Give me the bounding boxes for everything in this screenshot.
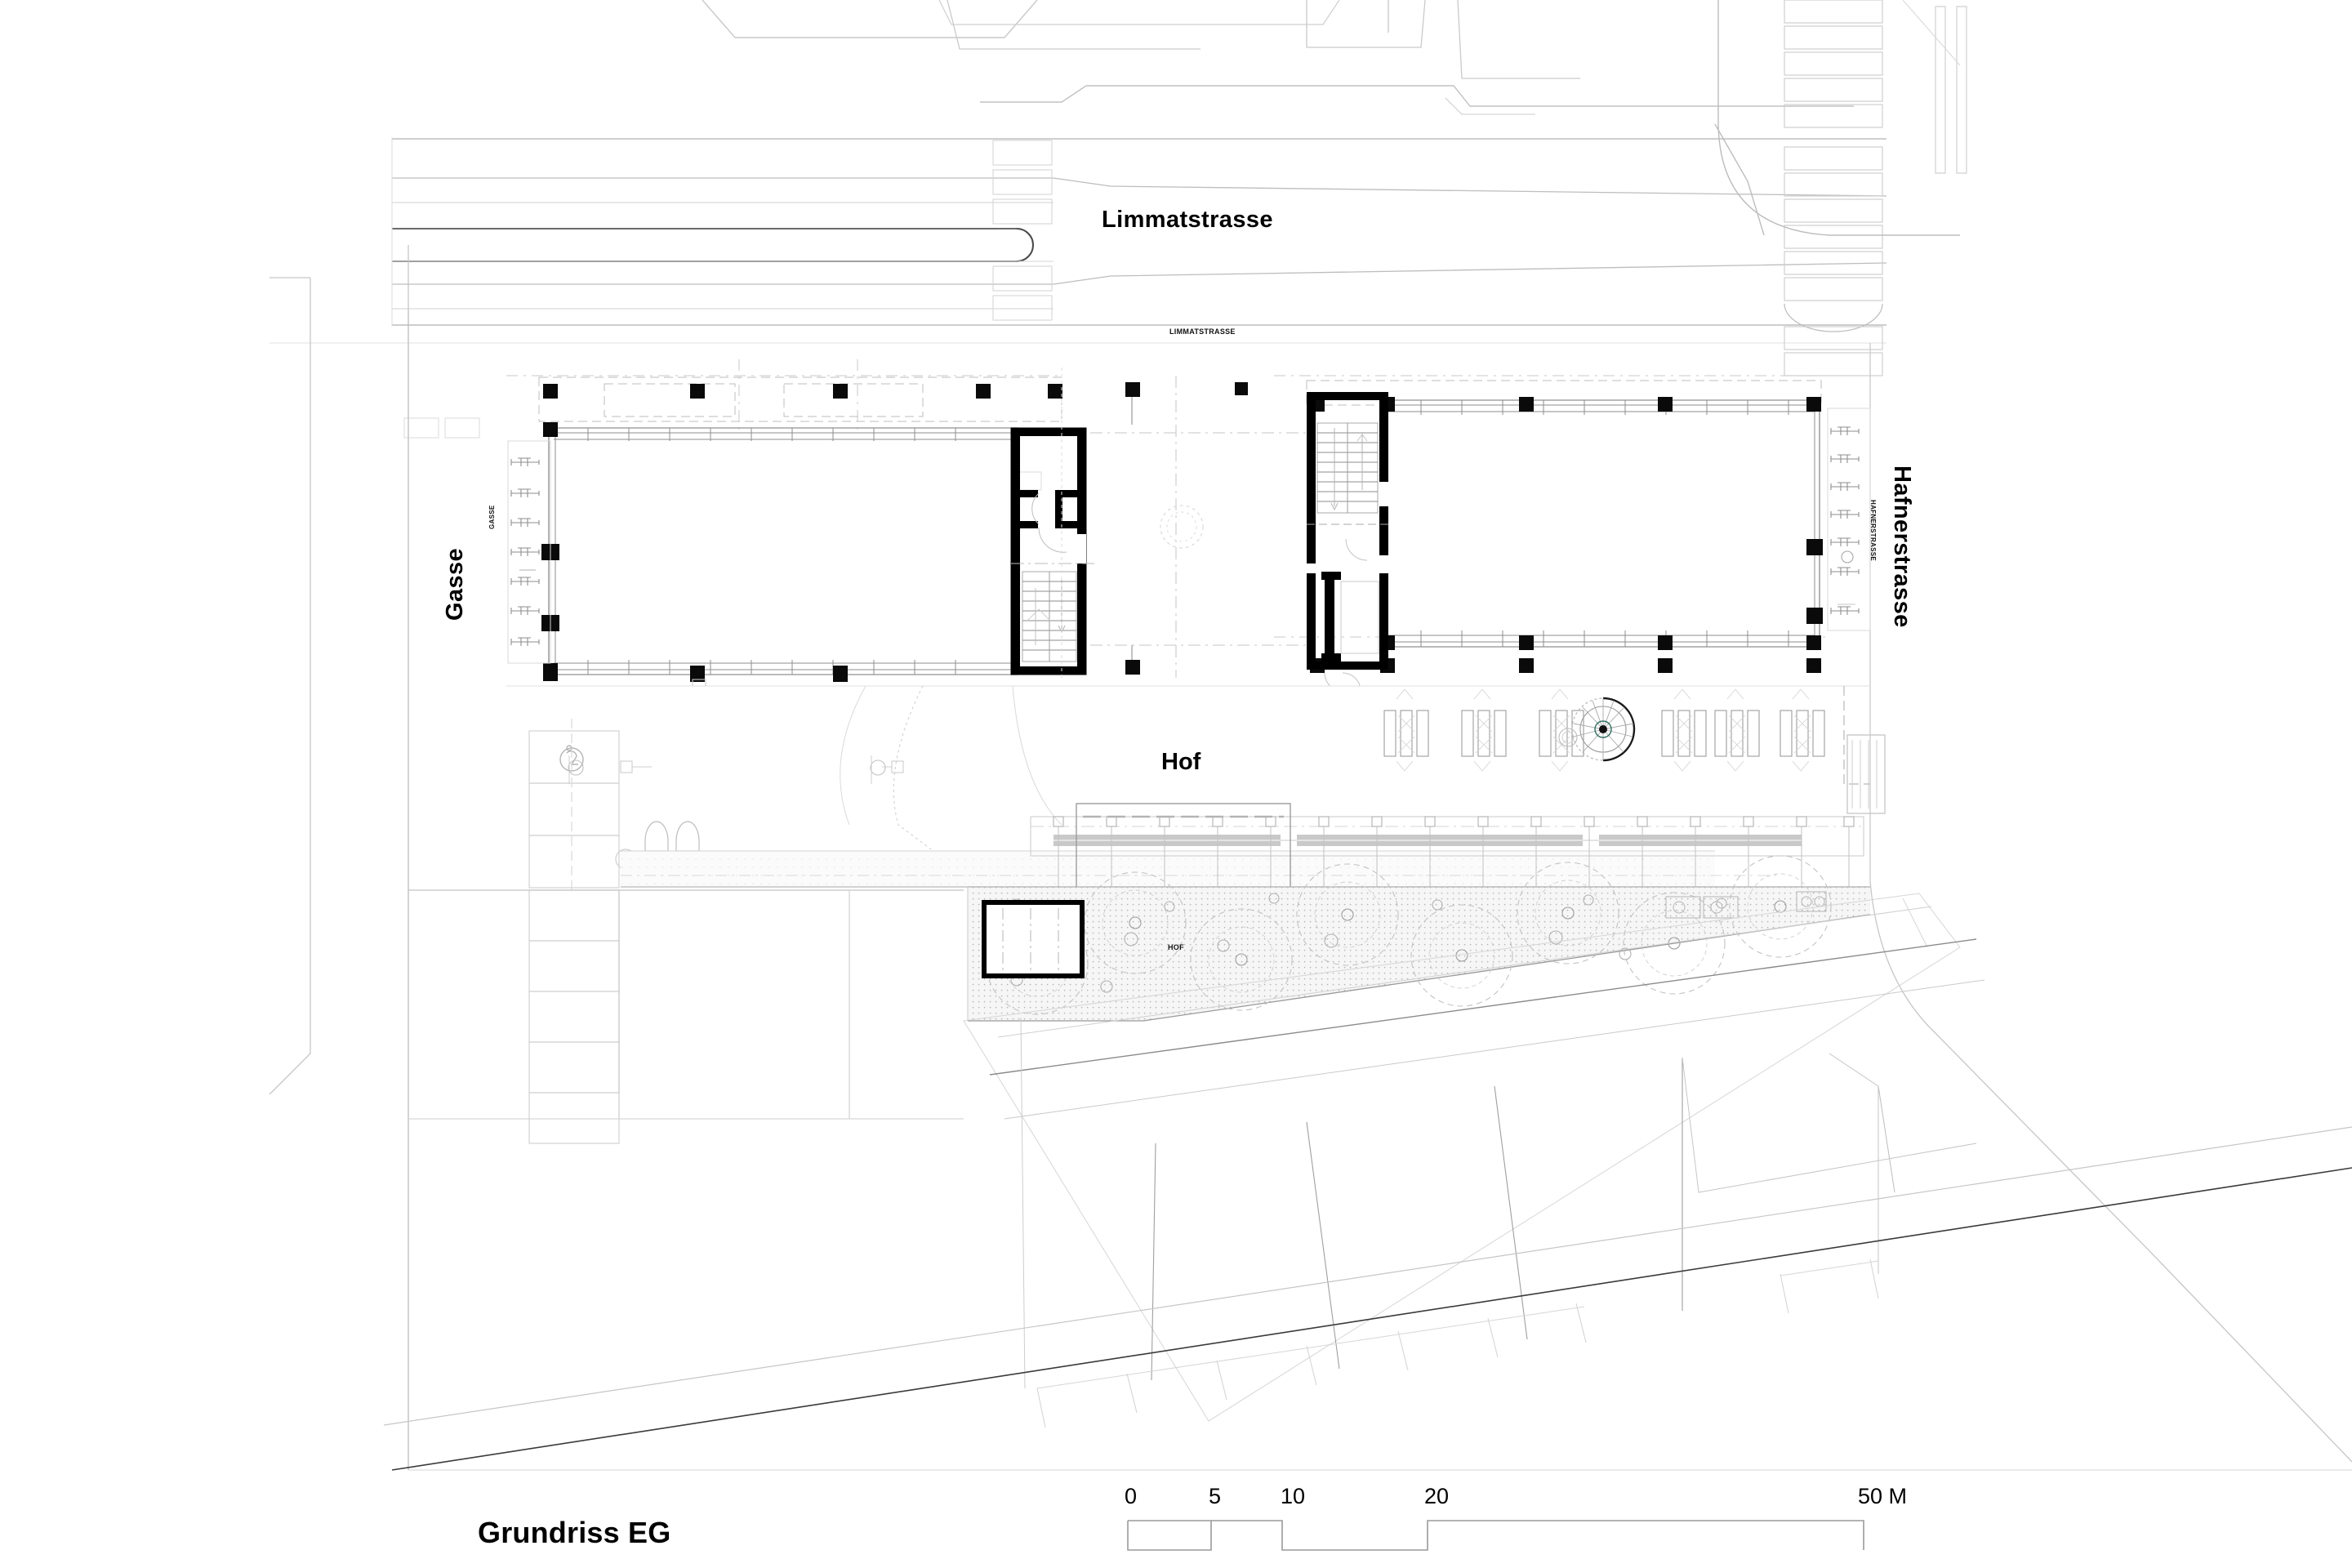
- courtyard-surface: [506, 685, 1870, 850]
- cad-label-limmatstrasse: LIMMATSTRASSE: [1169, 327, 1236, 336]
- parking-bays-north: [1784, 0, 1883, 376]
- cad-label-hof: HOF: [1168, 943, 1184, 951]
- hafnerstrasse-north-curve: [1714, 0, 1967, 236]
- bicycle-parking-east: [1827, 408, 1871, 631]
- pergola-canopy: [1030, 803, 1864, 915]
- core-west: [1010, 427, 1094, 675]
- scale-tick-2: 10: [1281, 1484, 1306, 1508]
- planted-strip: [967, 855, 1871, 1022]
- neighbouring-buildings-south: [383, 893, 2352, 1471]
- scale-bar: [1127, 1520, 1864, 1551]
- core-east: [1307, 392, 1388, 692]
- street-label-limmatstrasse: Limmatstrasse: [1102, 207, 1273, 233]
- scale-tick-0: 0: [1125, 1484, 1138, 1508]
- courtyard-furniture: [1383, 686, 1886, 814]
- structural-columns-east: [1310, 397, 1823, 673]
- passage-between-buildings: [1061, 368, 1307, 678]
- street-label-gasse: Gasse: [442, 547, 468, 621]
- scale-tick-1: 5: [1209, 1484, 1222, 1508]
- page-title: Grundriss EG: [478, 1516, 671, 1549]
- courtyard-label: Hof: [1161, 749, 1201, 775]
- spiral-stair-courtyard: [1558, 697, 1636, 762]
- limmatstrasse-roadway: [392, 0, 1887, 491]
- scale-tick-3: 20: [1424, 1484, 1450, 1508]
- lift-east: [1321, 572, 1379, 662]
- bicycle-parking-west: [507, 440, 551, 664]
- east-building: [1274, 375, 1871, 692]
- structural-columns-west: [541, 384, 1062, 682]
- cad-label-hafnerstrasse: HAFNERSTRASSE: [1869, 500, 1877, 562]
- scale-tick-4: 50 M: [1858, 1484, 1908, 1508]
- street-label-hafnerstrasse: Hafnerstrasse: [1889, 466, 1915, 628]
- north-west-road-fragments: [947, 0, 1580, 79]
- stair-east: [1316, 422, 1379, 514]
- gasse-street: [269, 245, 409, 1095]
- cad-label-gasse: GASSE: [488, 505, 496, 529]
- paving-strip-courtyard: [621, 850, 1870, 888]
- courtyard-pavilion: [982, 900, 1085, 978]
- north-pavement-edges: [270, 137, 1886, 344]
- parking-bays-west: [408, 719, 964, 1144]
